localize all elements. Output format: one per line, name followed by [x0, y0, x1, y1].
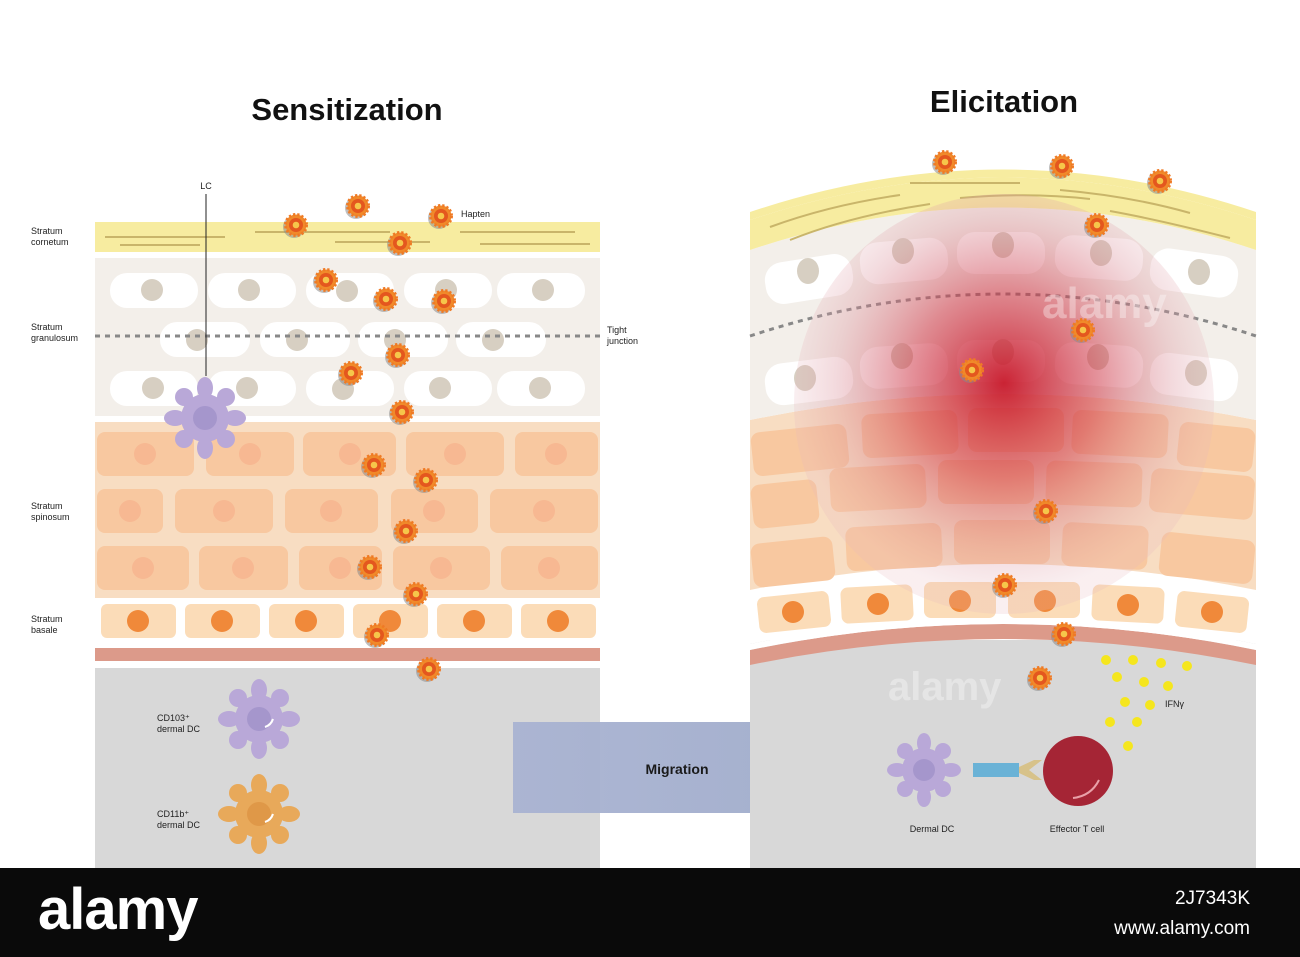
hapten-icon: [387, 231, 412, 256]
label-migration: Migration: [646, 761, 709, 777]
right-skin-panel: [749, 169, 1257, 868]
hapten-icon: [431, 289, 456, 314]
image-id: 2J7343K: [1174, 888, 1250, 909]
hapten-icon: [389, 400, 414, 425]
label-effector-t-cell: Effector T cell: [1050, 824, 1105, 834]
dermal-dc-right: [887, 733, 961, 807]
label-hapten: Hapten: [461, 209, 490, 219]
cd103-dermal-dc: [218, 679, 300, 759]
hapten-icon: [413, 468, 438, 493]
keratin-lines-right: [769, 182, 1231, 241]
tcr-mhc-complex: [973, 760, 1042, 780]
langerhans-cell: [164, 377, 246, 459]
hapten-icon: [428, 204, 453, 229]
hapten-icon: [959, 358, 984, 383]
spinous-nuclei: [119, 443, 567, 579]
hapten-icon: [393, 519, 418, 544]
basal-nuclei: [127, 610, 569, 632]
hapten-icon: [1049, 154, 1074, 179]
title-sensitization: Sensitization: [251, 92, 442, 127]
stratum-basale-layer: [95, 600, 600, 642]
hapten-icon: [403, 582, 428, 607]
stratum-cornetum-right: [750, 177, 1256, 250]
lc-label: LC: [200, 181, 212, 191]
hapten-icon: [373, 287, 398, 312]
hapten-icon: [345, 194, 370, 219]
hapten-icon: [992, 573, 1017, 598]
dermis-layer-right: [750, 640, 1256, 868]
effector-t-cell: [1043, 736, 1113, 806]
title-elicitation: Elicitation: [930, 84, 1078, 119]
hapten-icon: [1027, 666, 1052, 691]
hapten-icon: [361, 453, 386, 478]
watermark-footer: alamy 2J7343K www.alamy.com: [0, 868, 1300, 957]
hapten-icon: [1033, 499, 1058, 524]
label-ifn-gamma: IFNγ: [1165, 699, 1184, 709]
hapten-icon: [313, 268, 338, 293]
inflammation-zone: [794, 194, 1214, 614]
hapten-icon: [364, 623, 389, 648]
svg-text:alamy: alamy: [888, 665, 1002, 709]
label-cd11b-dc: CD11b⁺dermal DC: [157, 809, 201, 830]
hapten-icon: [1147, 169, 1172, 194]
site-url: www.alamy.com: [1114, 918, 1250, 939]
hapten-icon: [416, 657, 441, 682]
alamy-logo: alamy: [38, 877, 198, 942]
hapten-icon: [357, 555, 382, 580]
label-dermal-dc: Dermal DC: [910, 824, 955, 834]
label-cd103-dc: CD103⁺dermal DC: [157, 713, 201, 734]
hapten-icon: [283, 213, 308, 238]
svg-text:alamy: alamy: [1042, 279, 1167, 328]
contact-dermatitis-diagram: Sensitization Elicitation: [31, 84, 1257, 868]
hapten-icon: [1051, 622, 1076, 647]
left-skin-panel: [95, 222, 600, 868]
basement-membrane: [95, 648, 600, 661]
keratin-lines: [105, 231, 590, 246]
hapten-icon: [1084, 213, 1109, 238]
hapten-icon: [338, 361, 363, 386]
basement-membrane-right: [750, 624, 1256, 665]
watermark-overlay: alamy alamy: [888, 279, 1167, 709]
ifn-gamma-dots: [1101, 655, 1192, 751]
cd11b-dermal-dc: [218, 774, 300, 854]
hapten-icon: [932, 150, 957, 175]
hapten-icon: [385, 343, 410, 368]
